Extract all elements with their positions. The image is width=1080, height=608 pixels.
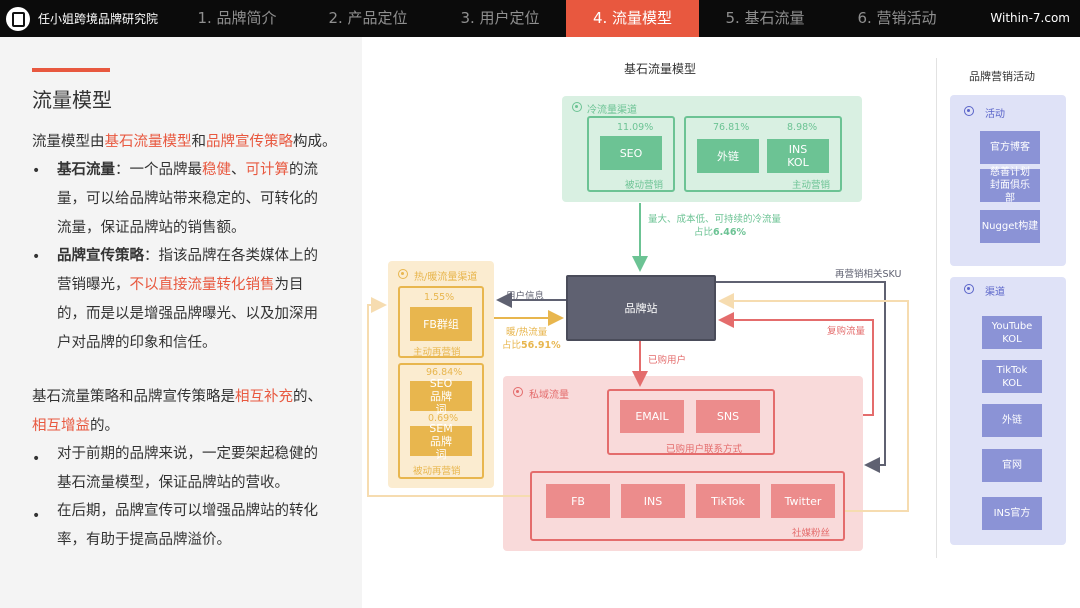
ins-chip: INS bbox=[621, 484, 685, 518]
seo-percent: 11.09% bbox=[617, 122, 654, 133]
social-caption: 社媒粉丝 bbox=[792, 528, 831, 539]
radio-icon bbox=[572, 102, 582, 112]
fb-group-percent: 1.55% bbox=[424, 292, 455, 303]
active-remarketing-caption: 主动再营销 bbox=[413, 347, 461, 358]
active-marketing-box bbox=[684, 116, 842, 192]
bullet-dot: • bbox=[32, 508, 41, 524]
brand-name: 任小姐跨境品牌研究院 bbox=[38, 12, 159, 26]
private-traffic-label: 私域流量 bbox=[529, 390, 569, 401]
warm-hot-traffic-label: 暖/热流量 bbox=[506, 327, 548, 338]
bullet-dot: • bbox=[32, 249, 41, 265]
contact-caption: 已购用户联系方式 bbox=[666, 444, 743, 455]
channel-official-site: 官网 bbox=[982, 449, 1042, 482]
sns-chip: SNS bbox=[696, 400, 760, 433]
radio-icon bbox=[513, 387, 523, 397]
tiktok-chip: TikTok bbox=[696, 484, 760, 518]
remarketing-sku-label: 再营销相关SKU bbox=[835, 269, 902, 280]
ins-kol-percent: 8.98% bbox=[787, 122, 818, 133]
twitter-chip: Twitter bbox=[771, 484, 835, 518]
social-box bbox=[530, 471, 845, 541]
passive-remarketing-box bbox=[398, 363, 484, 479]
channel-tiktok-kol: TikTok KOL bbox=[982, 360, 1042, 393]
bullet-later-stage: 在后期，品牌宣传可以增强品牌站的转化 率，有助于提高品牌溢价。 bbox=[57, 503, 318, 548]
purchased-users-label: 已购用户 bbox=[648, 355, 687, 366]
seo-brand-percent: 96.84% bbox=[426, 367, 463, 378]
sem-brand-percent: 0.69% bbox=[428, 413, 459, 424]
seo-chip: SEO bbox=[600, 136, 662, 170]
page-title: 流量模型 bbox=[32, 88, 112, 112]
passive-marketing-box bbox=[587, 116, 675, 192]
tab-cornerstone-traffic[interactable]: 5. 基石流量 bbox=[725, 9, 805, 27]
cold-traffic-note: 量大、成本低、可持续的冷流量 bbox=[648, 214, 782, 225]
top-nav: 任小姐跨境品牌研究院 1. 品牌简介 2. 产品定位 3. 用户定位 4. 流量… bbox=[0, 0, 1080, 37]
email-chip: EMAIL bbox=[620, 400, 684, 433]
tab-product-positioning[interactable]: 2. 产品定位 bbox=[328, 9, 408, 27]
channel-outlinks: 外链 bbox=[982, 404, 1042, 437]
cold-traffic-share: 占比6.46% bbox=[694, 227, 746, 238]
fb-chip: FB bbox=[546, 484, 610, 518]
fb-group-chip: FB群组 bbox=[410, 307, 472, 341]
bullet-brand-strategy: 品牌宣传策略：指该品牌在各类媒体上的 营销曝光，不以直接流量转化销售为目 的，而… bbox=[57, 248, 318, 351]
site-link[interactable]: Within-7.com bbox=[990, 11, 1070, 25]
radio-icon bbox=[398, 269, 408, 279]
complement-text: 基石流量策略和品牌宣传策略是相互补充的、 相互增益的。 bbox=[32, 389, 322, 434]
left-panel bbox=[0, 37, 362, 608]
activity-nugget: Nugget构建 bbox=[980, 210, 1040, 243]
brand[interactable]: 任小姐跨境品牌研究院 bbox=[6, 6, 158, 31]
marketing-title: 品牌营销活动 bbox=[969, 70, 1035, 83]
bullet-dot: • bbox=[32, 451, 41, 467]
hot-traffic-label: 热/暖流量渠道 bbox=[414, 272, 478, 283]
brand-logo-icon bbox=[6, 6, 30, 31]
bullet-cornerstone: 基石流量：一个品牌最稳健、可计算的流 量，可以给品牌站带来稳定的、可转化的 流量… bbox=[57, 162, 318, 236]
channel-ins-official: INS官方 bbox=[982, 497, 1042, 530]
active-marketing-caption: 主动营销 bbox=[792, 180, 831, 191]
passive-remarketing-caption: 被动再营销 bbox=[413, 466, 461, 477]
repurchase-label: 复购流量 bbox=[827, 326, 866, 337]
tab-user-positioning[interactable]: 3. 用户定位 bbox=[460, 9, 540, 27]
activities-label: 活动 bbox=[985, 109, 1005, 120]
hot-traffic-share: 占比56.91% bbox=[502, 340, 561, 351]
activity-charity: 慈善计划 封面俱乐部 bbox=[980, 167, 1040, 204]
ins-kol-chip: INS KOL bbox=[767, 139, 829, 173]
outlink-percent: 76.81% bbox=[713, 122, 750, 133]
tab-traffic-model[interactable]: 4. 流量模型 bbox=[566, 0, 699, 37]
active-remarketing-box bbox=[398, 286, 484, 358]
title-accent-bar bbox=[32, 68, 110, 72]
intro-text: 流量模型由基石流量模型和品牌宣传策略构成。 bbox=[32, 134, 337, 150]
contact-box bbox=[607, 389, 775, 455]
tab-brand-intro[interactable]: 1. 品牌简介 bbox=[197, 9, 277, 27]
radio-icon bbox=[964, 284, 974, 294]
tab-marketing-activities[interactable]: 6. 营销活动 bbox=[857, 9, 937, 27]
passive-marketing-caption: 被动营销 bbox=[625, 180, 664, 191]
channels-label: 渠道 bbox=[985, 287, 1005, 298]
radio-icon bbox=[964, 106, 974, 116]
activity-blog: 官方博客 bbox=[980, 131, 1040, 164]
brand-site-node: 品牌站 bbox=[566, 275, 716, 341]
bullet-early-stage: 对于前期的品牌来说，一定要架起稳健的 基石流量模型，保证品牌站的营收。 bbox=[57, 446, 318, 491]
outlink-chip: 外链 bbox=[697, 139, 759, 173]
user-info-label: 用户信息 bbox=[506, 291, 545, 302]
channel-youtube-kol: YouTube KOL bbox=[982, 316, 1042, 349]
bullet-dot: • bbox=[32, 163, 41, 179]
cold-traffic-label: 冷流量渠道 bbox=[587, 105, 637, 116]
divider bbox=[936, 58, 937, 558]
seo-brand-chip: SEO 品牌词 bbox=[410, 377, 472, 416]
diagram-title: 基石流量模型 bbox=[624, 62, 697, 76]
